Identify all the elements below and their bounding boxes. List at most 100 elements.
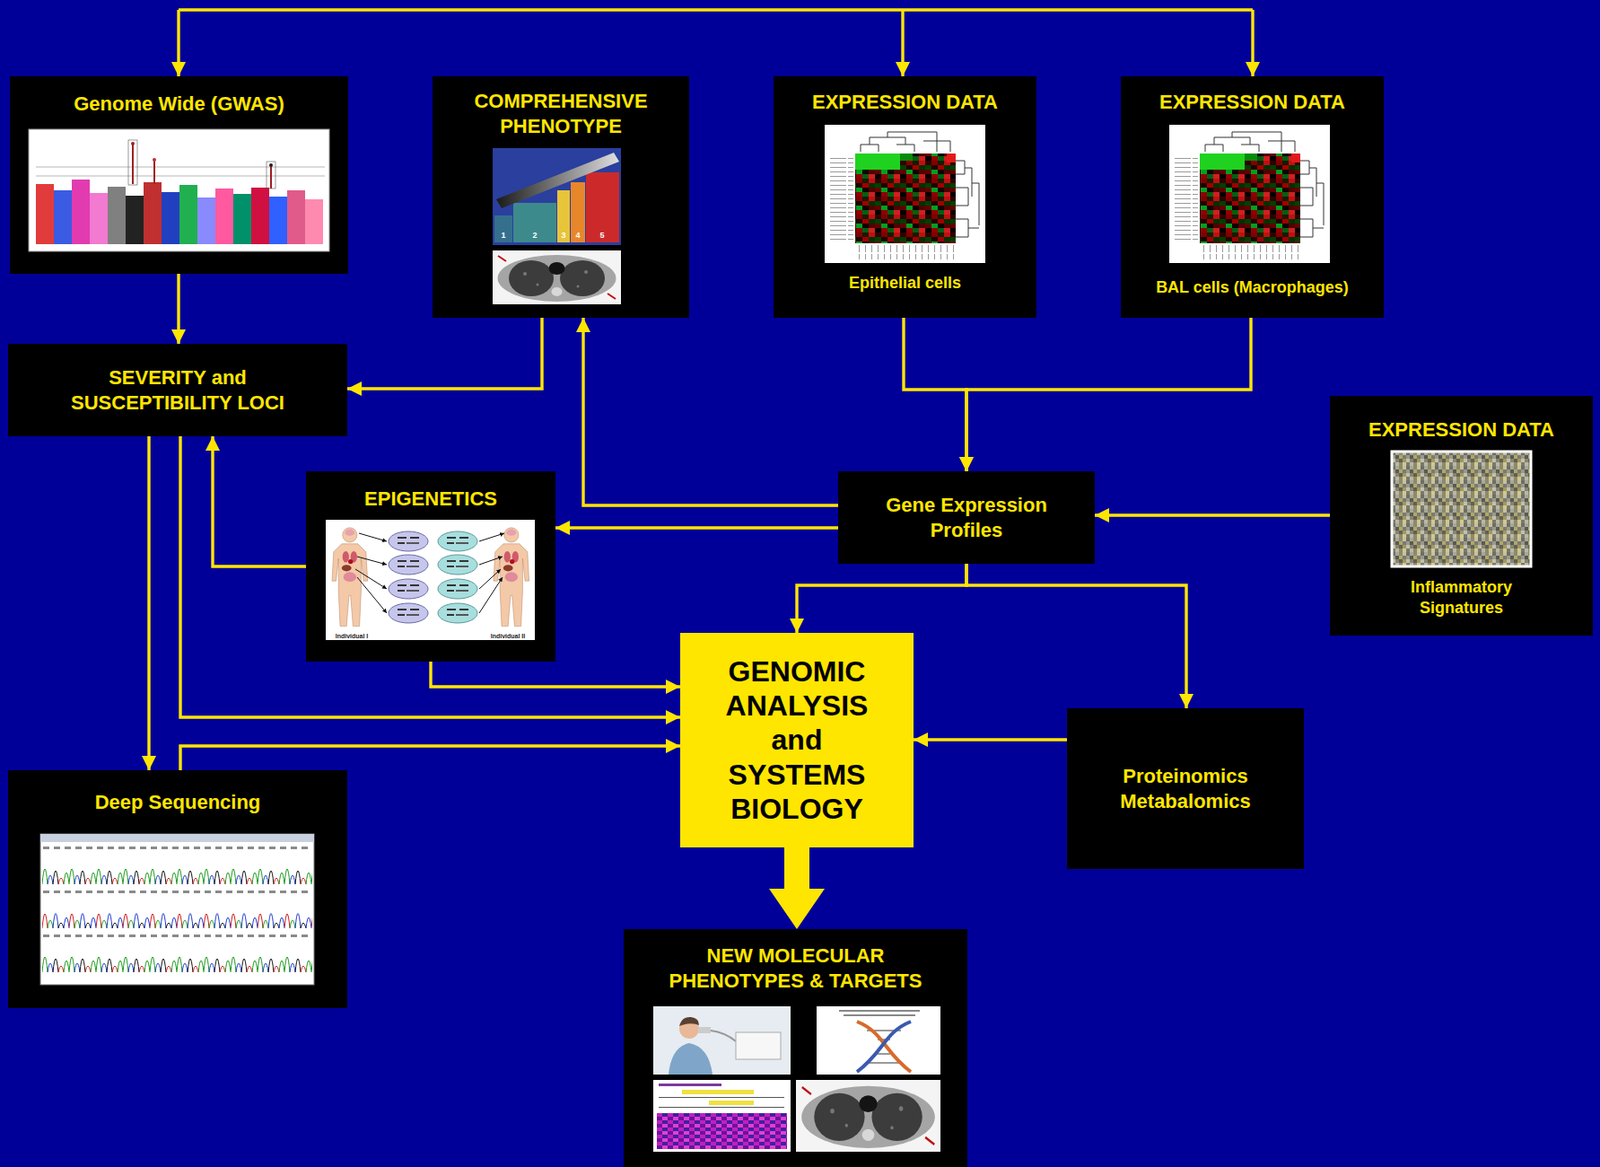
tube	[710, 1030, 736, 1041]
sequencing-panel: Deep Sequencing	[8, 769, 348, 1008]
label-anchor: 5	[599, 225, 604, 242]
peak-line	[132, 143, 272, 189]
cell	[437, 531, 478, 551]
trace	[42, 851, 313, 884]
text-line	[843, 1014, 916, 1016]
panel-title: SEVERITY and SUSCEPTIBILITY LOCI	[34, 365, 322, 415]
label-anchor: Individual I	[335, 625, 369, 642]
flow-arrow	[176, 273, 180, 344]
trace-row	[42, 851, 313, 884]
photo-ground	[653, 1005, 791, 1075]
signature-texture	[1391, 451, 1531, 567]
feed-line	[176, 9, 180, 77]
panel-caption: BAL cells (Macrophages)	[1127, 277, 1377, 298]
peak-box	[128, 139, 138, 185]
panel-title: Proteinomics Metabalomics	[1074, 763, 1297, 814]
person-shirt	[668, 1042, 713, 1075]
manhattan-plot	[28, 129, 330, 252]
stage-bar	[494, 215, 513, 243]
chromosome-column	[287, 190, 306, 245]
cell	[388, 531, 429, 551]
chromosome-column	[197, 197, 216, 245]
flow-arrow	[913, 737, 1067, 741]
stage-bar	[513, 202, 557, 243]
expression-panel: EXPRESSION DATABAL cells (Macrophages)	[1120, 76, 1384, 318]
chromosome-column	[251, 187, 270, 245]
peak-point	[269, 163, 273, 167]
peak-box	[266, 161, 276, 189]
flow-arrow	[966, 317, 1251, 472]
figure-arrow	[479, 556, 503, 565]
helix-rung	[866, 1030, 901, 1063]
stage-number: 5	[599, 230, 604, 240]
stage-number: 4	[575, 230, 580, 240]
flow-arrow	[1094, 513, 1330, 516]
label-anchor: 2	[532, 225, 537, 242]
browser-track	[658, 1106, 785, 1108]
figure-ground	[325, 519, 535, 640]
figure-caption: Individual II	[490, 632, 526, 639]
chromosome-column	[215, 188, 234, 245]
label-anchor: Individual II	[490, 625, 526, 642]
feed-line	[900, 9, 904, 77]
chromosome-column	[71, 179, 90, 245]
body-figure	[332, 527, 368, 627]
genome-browser	[653, 1079, 791, 1152]
cell	[437, 603, 478, 623]
chromatogram-toolbar	[40, 833, 315, 842]
browser-ground	[653, 1079, 791, 1152]
heatmap	[1169, 124, 1330, 263]
flow-arrow	[147, 436, 150, 770]
stage-number: 2	[532, 230, 537, 240]
panel-caption: Epithelial cells	[780, 272, 1030, 294]
image-ground	[816, 1005, 941, 1075]
chromosome-column	[269, 196, 288, 245]
mouthpiece	[698, 1026, 711, 1033]
chromosome-column	[35, 183, 54, 245]
flow-arrow	[180, 745, 681, 770]
flow-arrow	[180, 436, 681, 717]
chromatogram	[40, 833, 315, 985]
heatmap	[824, 124, 986, 263]
person-hair	[679, 1016, 700, 1026]
dna-image	[816, 1005, 941, 1075]
ct-scan	[795, 1079, 941, 1152]
feed-line	[178, 8, 1253, 11]
figure-arrows	[355, 533, 505, 613]
panel-title: COMPREHENSIVE PHENOTYPE	[439, 88, 682, 139]
targets-panel: NEW MOLECULAR PHENOTYPES & TARGETS	[623, 928, 968, 1167]
trace-row	[42, 895, 313, 928]
chromosome-column	[161, 192, 180, 245]
systems-biology-box: GENOMIC ANALYSIS and SYSTEMS BIOLOGY	[680, 632, 914, 848]
flow-arrow	[555, 525, 839, 529]
loci-box: SEVERITY and SUSCEPTIBILITY LOCI	[8, 343, 348, 437]
flow-arrow	[966, 563, 1187, 709]
chromosome-column	[305, 199, 324, 245]
body-figure	[493, 527, 530, 627]
cell	[388, 578, 429, 599]
flow-arrow	[212, 436, 307, 567]
cell	[437, 578, 478, 599]
panel-title: Genome Wide (GWAS)	[17, 91, 341, 117]
figure-arrow	[357, 556, 387, 565]
cell	[388, 603, 429, 623]
chromosome-column	[125, 195, 144, 245]
label-anchor: 4	[575, 225, 580, 242]
chromatogram-ground	[40, 833, 315, 985]
phenotype-panel: COMPREHENSIVE PHENOTYPE	[432, 76, 690, 318]
figure-arrow	[355, 568, 387, 589]
ct-scan	[492, 250, 621, 305]
panel-title: Gene Expression Profiles	[863, 492, 1070, 543]
trace	[42, 939, 313, 972]
severity-band	[496, 152, 620, 209]
panel-title: EXPRESSION DATA	[780, 89, 1030, 115]
stage-bar	[570, 182, 586, 243]
flow-arrow	[430, 661, 681, 687]
person-head	[679, 1018, 700, 1039]
trace-row	[42, 933, 313, 939]
trace	[42, 895, 313, 928]
stage-bar	[585, 172, 620, 243]
panel-caption: Inflammatory Signatures	[1385, 577, 1539, 618]
browser-track	[658, 1096, 785, 1098]
